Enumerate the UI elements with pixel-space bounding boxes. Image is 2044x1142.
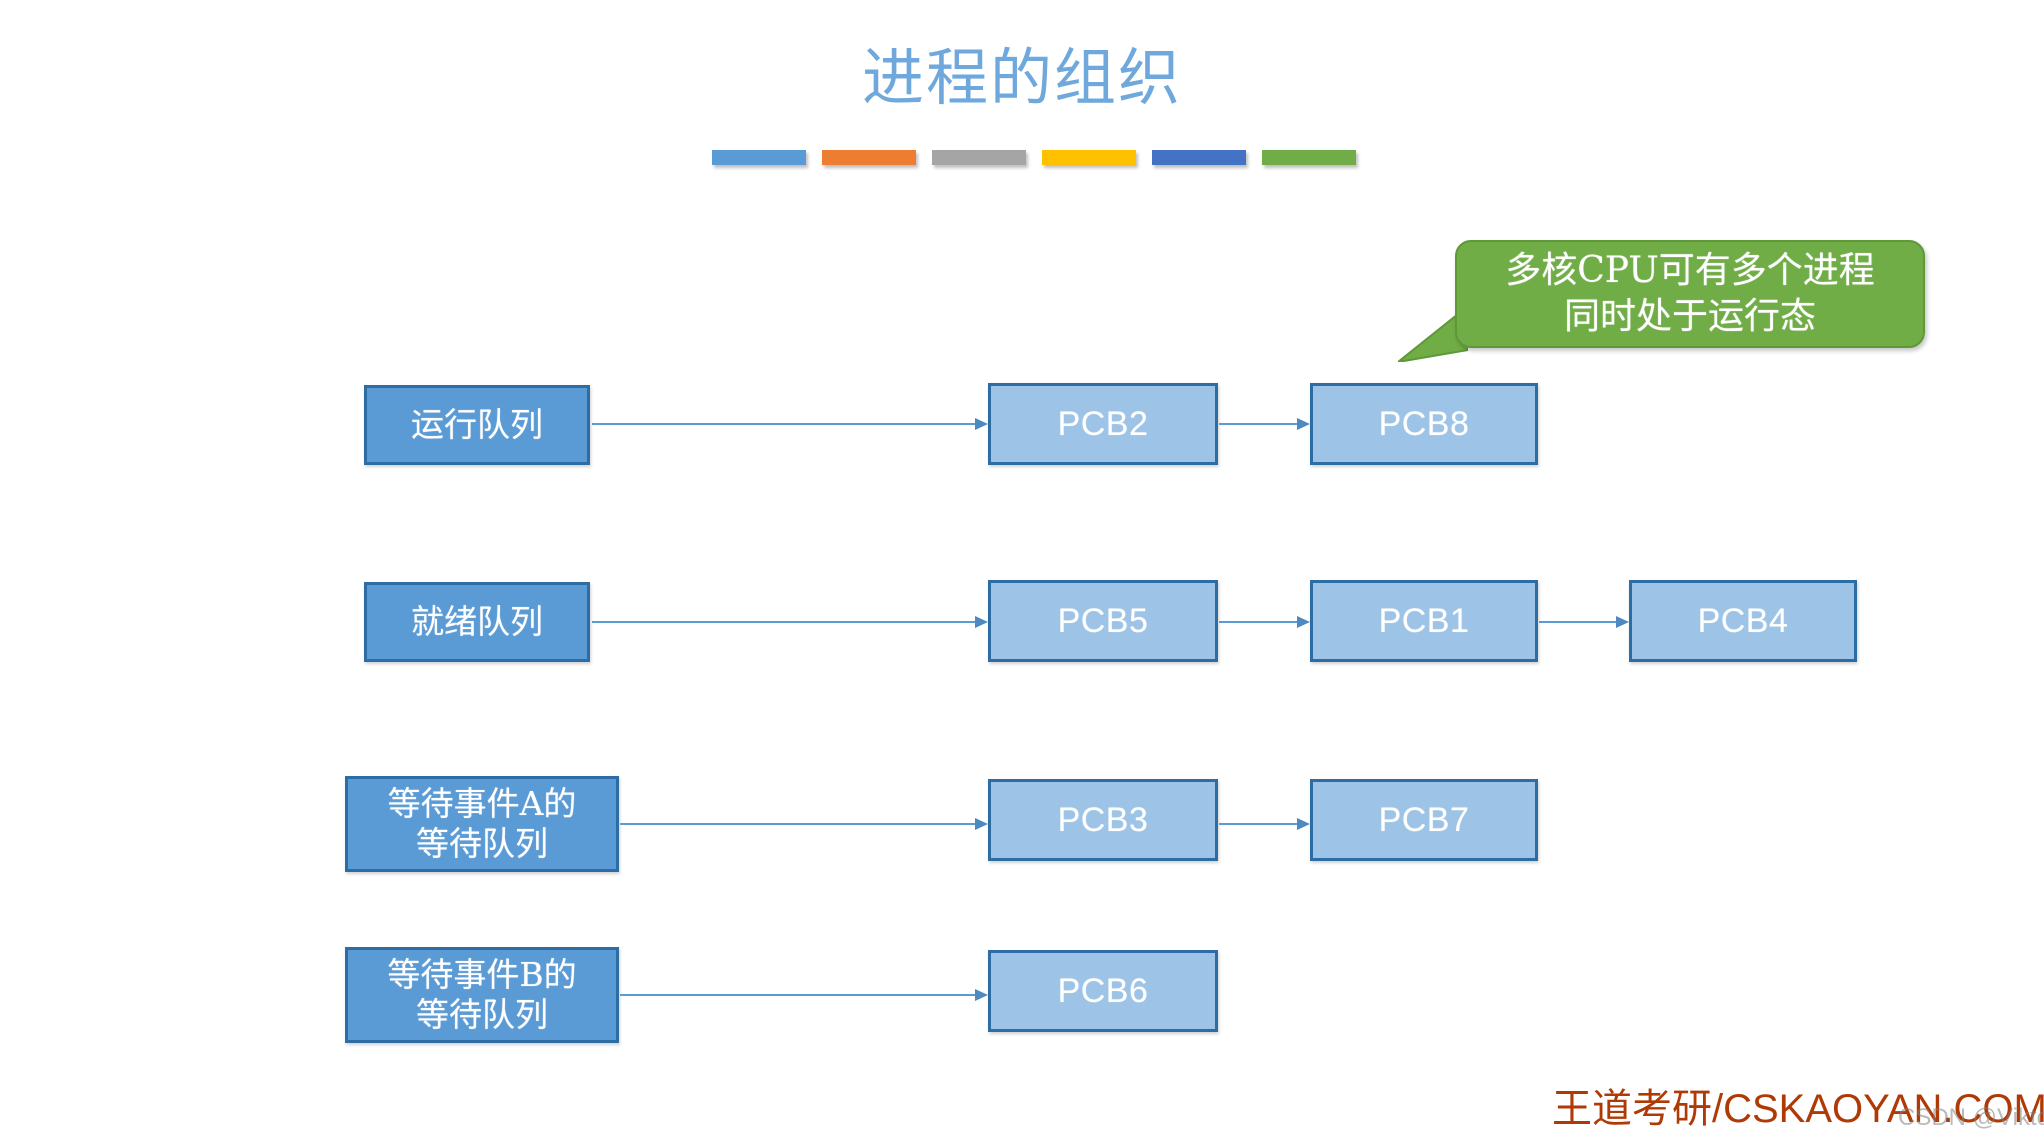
arrow-wait-queue-a-to-pcb3 <box>620 816 988 832</box>
swatch-green <box>1262 150 1356 165</box>
arrow-pcb2-to-pcb8 <box>1219 416 1310 432</box>
arrow-pcb3-to-pcb7 <box>1219 816 1310 832</box>
swatch-orange <box>822 150 916 165</box>
arrow-pcb5-to-pcb1 <box>1219 614 1310 630</box>
swatch-gray <box>932 150 1026 165</box>
pcb-box-pcb8[interactable]: PCB8 <box>1310 383 1538 465</box>
csdn-watermark: CSDN @Viktoriae <box>1898 1104 2044 1131</box>
queue-label-run-queue[interactable]: 运行队列 <box>364 385 590 465</box>
callout-bubble: 多核CPU可有多个进程 同时处于运行态 <box>1455 240 1925 348</box>
callout-tail-icon <box>1398 304 1468 362</box>
brand-watermark: 王道考研/CSKAOYAN.COM <box>1552 1087 2044 1131</box>
arrow-pcb1-to-pcb4 <box>1539 614 1629 630</box>
pcb-box-pcb2[interactable]: PCB2 <box>988 383 1218 465</box>
swatch-indigo <box>1152 150 1246 165</box>
queue-label-ready-queue[interactable]: 就绪队列 <box>364 582 590 662</box>
pcb-box-pcb3[interactable]: PCB3 <box>988 779 1218 861</box>
callout-text: 多核CPU可有多个进程 同时处于运行态 <box>1505 250 1875 337</box>
decorative-color-bar <box>712 150 1356 165</box>
swatch-yellow <box>1042 150 1136 165</box>
arrow-run-queue-to-pcb2 <box>592 416 988 432</box>
arrow-ready-queue-to-pcb5 <box>592 614 988 630</box>
pcb-box-pcb5[interactable]: PCB5 <box>988 580 1218 662</box>
pcb-box-pcb1[interactable]: PCB1 <box>1310 580 1538 662</box>
pcb-box-pcb4[interactable]: PCB4 <box>1629 580 1857 662</box>
pcb-box-pcb7[interactable]: PCB7 <box>1310 779 1538 861</box>
queue-label-wait-queue-a[interactable]: 等待事件A的 等待队列 <box>345 776 619 872</box>
page-title: 进程的组织 <box>861 41 1182 114</box>
pcb-box-pcb6[interactable]: PCB6 <box>988 950 1218 1032</box>
swatch-blue <box>712 150 806 165</box>
arrow-wait-queue-b-to-pcb6 <box>620 987 988 1003</box>
queue-label-wait-queue-b[interactable]: 等待事件B的 等待队列 <box>345 947 619 1043</box>
